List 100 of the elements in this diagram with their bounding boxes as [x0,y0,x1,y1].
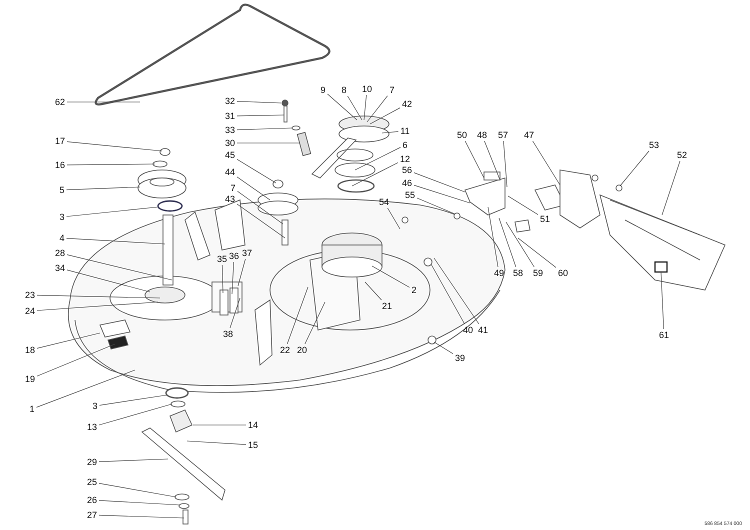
callout-number: 27 [86,510,98,520]
leader-line [430,264,465,324]
callout-number: 12 [399,154,411,164]
callout-number: 52 [676,150,688,160]
leader-line [222,264,224,294]
callout-number: 57 [497,130,509,140]
leader-line [230,298,240,328]
callout-number: 13 [86,422,98,432]
callout-number: 47 [523,130,535,140]
callout-number: 37 [241,248,253,258]
leader-line [532,140,560,186]
callout-number: 46 [401,178,413,188]
leader-line [416,198,456,214]
leader-line [364,94,367,120]
callout-number: 3 [58,212,66,222]
leader-line [660,272,664,330]
leader-line [66,254,172,280]
callout-number: 24 [24,306,36,316]
callout-number: 26 [86,495,98,505]
leader-line [98,404,172,426]
callout-number: 50 [456,130,468,140]
callout-number: 51 [539,214,551,224]
callout-number: 29 [86,457,98,467]
leader-line [488,206,498,268]
leader-line [662,160,680,216]
callout-number: 45 [224,150,236,160]
leader-line [66,206,158,217]
callout-number: 38 [222,329,234,339]
callout-number: 1 [28,404,36,414]
leader-line [506,222,534,268]
leader-line [36,332,100,349]
leader-line [236,159,276,184]
callout-number: 4 [58,233,66,243]
leader-line [99,394,168,406]
callout-number: 32 [224,96,236,106]
leader-line [66,270,150,292]
leader-line [98,500,180,506]
callout-number: 59 [532,268,544,278]
leader-line [36,370,136,408]
leader-line [304,302,326,344]
leader-line [236,142,300,144]
callout-number: 19 [24,374,36,384]
callout-number: 7 [388,85,396,95]
callout-number: 34 [54,263,66,273]
callout-number: 61 [658,330,670,340]
leader-line [98,458,168,462]
leader-line [434,342,454,354]
callout-number: 30 [224,138,236,148]
callout-number: 39 [454,353,466,363]
leader-line [192,424,246,426]
leader-line [464,140,484,178]
leader-line [66,141,162,152]
callout-number: 60 [557,268,569,278]
callout-number: 3 [92,401,98,411]
callout-number: 7 [230,183,236,193]
leader-line [366,96,388,122]
callout-number: 43 [224,194,236,204]
leader-line [387,208,400,230]
callout-number: 49 [493,268,505,278]
callout-number: 20 [296,345,308,355]
callout-number: 55 [404,190,416,200]
leader-line [36,294,160,298]
callout-number: 42 [401,99,413,109]
callout-number: 40 [462,325,474,335]
callout-number: 9 [320,85,326,95]
callout-number: 33 [224,125,236,135]
leader-line [238,258,246,286]
callout-number: 53 [648,140,660,150]
leader-line [286,286,308,344]
leader-line [503,140,508,188]
callout-number: 48 [476,130,488,140]
leader-line [414,172,466,192]
callout-number: 23 [24,290,36,300]
callout-number: 6 [402,140,408,150]
callout-number: 44 [224,167,236,177]
leader-line [36,302,158,311]
leader-line [620,150,650,186]
leader-line [508,196,538,215]
leader-line [186,440,246,445]
callout-number: 14 [247,420,259,430]
leader-line [66,186,140,190]
leader-line [484,140,500,180]
leader-line [498,218,516,268]
callout-number: 28 [54,248,66,258]
leader-line [66,164,156,166]
callout-number: 41 [477,325,489,335]
leader-line [236,128,292,130]
callout-number: 58 [512,268,524,278]
leader-line [236,176,270,200]
callout-number: 56 [401,165,413,175]
leader-line [327,94,358,120]
leader-line [352,162,398,186]
callout-number: 2 [410,285,418,295]
leader-line [66,238,166,244]
leader-line [236,204,286,238]
leader-line [236,101,282,104]
callout-number: 8 [340,85,348,95]
leader-line [372,266,410,288]
callout-number: 21 [381,301,393,311]
leader-line [98,483,176,498]
